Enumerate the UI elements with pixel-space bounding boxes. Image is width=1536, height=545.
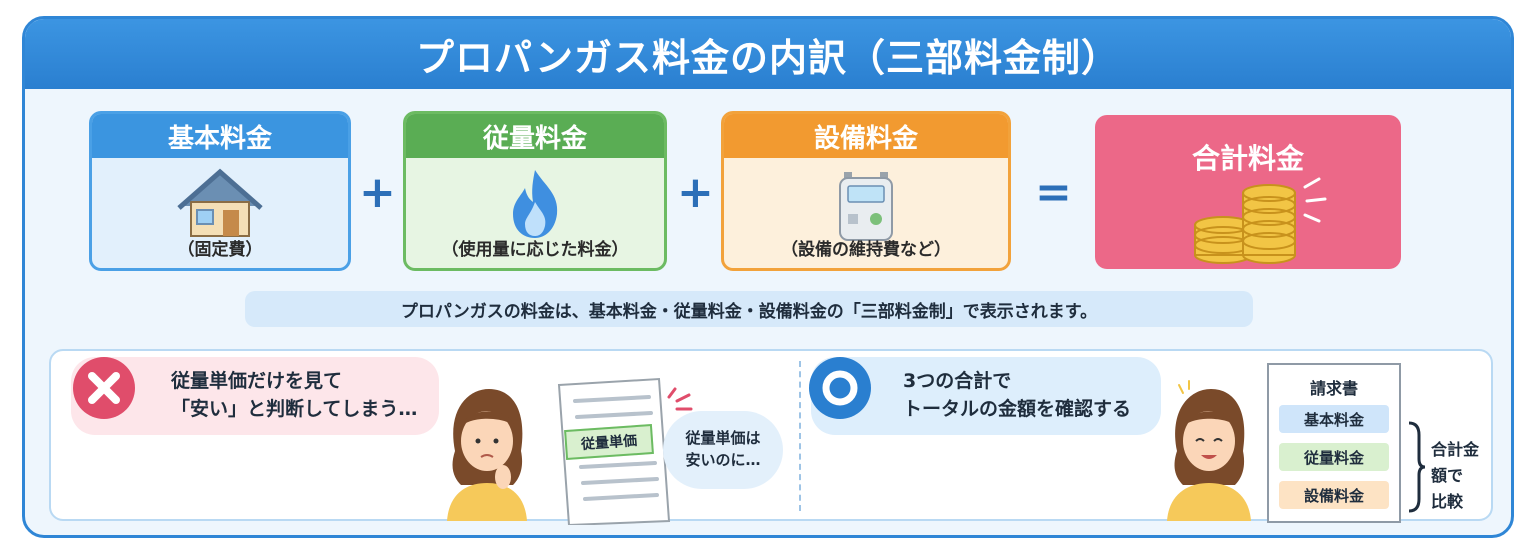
page-title: プロパンガス料金の内訳（三部料金制） (25, 19, 1511, 89)
usage-fee-card: 従量料金 （使用量に応じた料金） (403, 111, 667, 271)
smiling-woman-illustration (1159, 379, 1259, 525)
good-example-line1: 3つの合計で (903, 370, 1012, 392)
comparison-panel: 従量単価だけを見て 「安い」と判断してしまう… (49, 349, 1493, 527)
circle-ok-icon (809, 357, 871, 419)
equals-sign: = (1035, 167, 1072, 218)
basic-fee-card: 基本料金 （固定費） (89, 111, 351, 271)
flame-icon (505, 168, 565, 244)
coins-icon (1187, 173, 1327, 269)
curly-brace-icon (1407, 421, 1427, 517)
usage-fee-sub: （使用量に応じた料金） (441, 240, 629, 260)
equipment-fee-label: 設備料金 (724, 114, 1008, 158)
infographic-frame: プロパンガス料金の内訳（三部料金制） 基本料金 （固定費） + 従量料金 （使用… (22, 16, 1514, 538)
total-fee-card: 合計料金 (1095, 115, 1401, 269)
unit-price-tag: 従量単価 (564, 423, 654, 461)
worried-woman-illustration (437, 381, 537, 525)
total-fee-label: 合計料金 (1191, 142, 1304, 175)
equipment-fee-card: 設備料金 （設備の維持費など） (721, 111, 1011, 271)
cross-icon (73, 357, 135, 419)
invoice-title: 請求書 (1309, 379, 1358, 398)
equipment-fee-sub: （設備の維持費など） (781, 240, 951, 260)
three-part-note: プロパンガスの料金は、基本料金・従量料金・設備料金の「三部料金制」で表示されます… (245, 291, 1253, 327)
good-example-line2: トータルの金額を確認する (903, 398, 1132, 420)
thought-line1: 従量単価は (685, 429, 761, 447)
basic-fee-label: 基本料金 (92, 114, 348, 158)
compare-text: 合計金額で 比較 (1431, 437, 1491, 515)
plus-sign: + (359, 167, 396, 218)
plus-sign: + (677, 167, 714, 218)
bad-example-line1: 従量単価だけを見て (171, 370, 343, 392)
invoice-item-equipment: 設備料金 (1279, 481, 1389, 509)
bad-example-line2: 「安い」と判断してしまう… (171, 398, 418, 420)
basic-fee-sub: （固定費） (177, 240, 263, 260)
alert-lines-icon (665, 387, 695, 417)
compare-line2: 比較 (1431, 492, 1464, 511)
bad-example-text: 従量単価だけを見て 「安い」と判断してしまう… (171, 367, 417, 423)
invoice-item-basic: 基本料金 (1279, 405, 1389, 433)
good-example-text: 3つの合計で トータルの金額を確認する (903, 367, 1131, 423)
house-icon (177, 168, 263, 242)
invoice-item-usage: 従量料金 (1279, 443, 1389, 471)
usage-fee-label: 従量料金 (406, 114, 664, 158)
thought-line2: 安いのに… (685, 451, 761, 469)
thought-bubble: 従量単価は 安いのに… (663, 411, 783, 489)
invoice: 請求書 基本料金 従量料金 設備料金 (1267, 363, 1401, 523)
gas-meter-icon (836, 168, 896, 246)
panel-divider (799, 361, 801, 511)
compare-line1: 合計金額で (1431, 440, 1480, 485)
